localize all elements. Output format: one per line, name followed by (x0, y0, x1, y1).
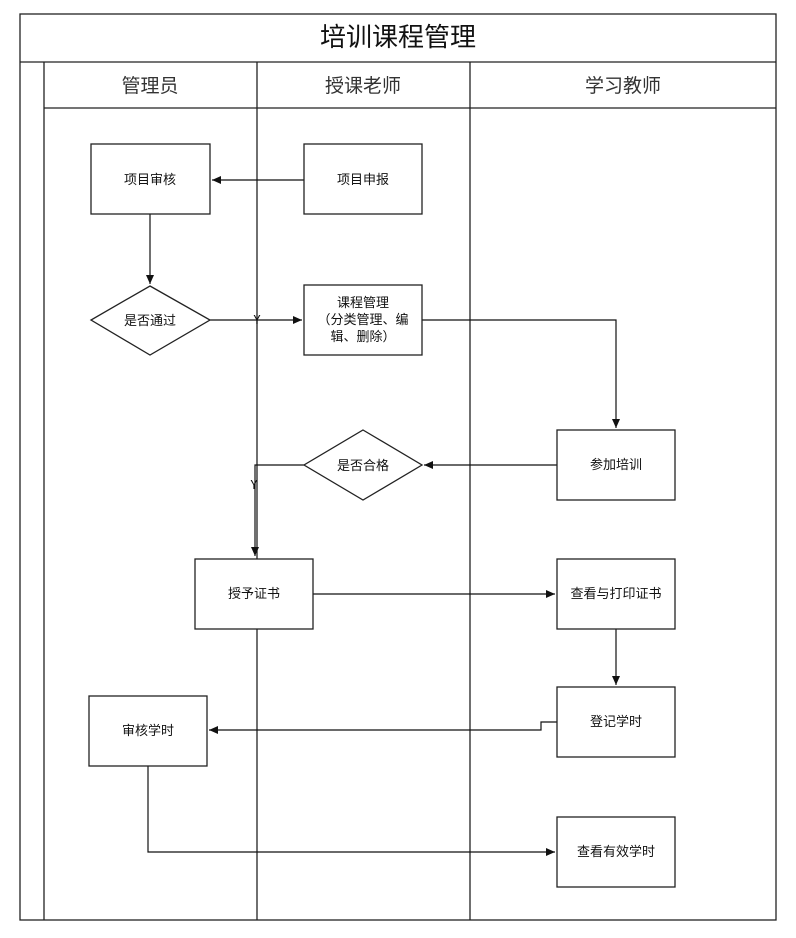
node-join-training-label: 参加培训 (590, 457, 642, 473)
node-course-management-line-3: 辑、删除） (330, 330, 395, 345)
node-view-valid-hours-label: 查看有效学时 (577, 844, 655, 860)
node-grant-certificate-label: 授予证书 (228, 587, 280, 602)
flow-edges (146, 176, 620, 856)
node-project-review (90, 143, 211, 215)
edge-label-approved-yes: Y (253, 313, 261, 327)
node-course-management-line-2: （分类管理、编 (317, 313, 408, 328)
node-approved-decision (89, 285, 212, 356)
edge-course-to-training (422, 319, 620, 428)
node-view-valid-hours (556, 816, 676, 888)
lane-header-learner: 学习教师 (585, 75, 661, 97)
node-course-management (303, 284, 423, 356)
lane-header-admin: 管理员 (121, 75, 178, 97)
edge-label-qualified-yes: Y (250, 478, 258, 492)
node-project-declare-label: 项目申报 (337, 173, 389, 188)
node-join-training (556, 429, 676, 501)
node-project-review-label: 项目审核 (124, 173, 176, 188)
node-qualified-decision-label: 是否合格 (337, 458, 389, 474)
edge-review-hours-to-valid-hours (147, 766, 555, 856)
swimlane-frame (19, 13, 777, 921)
node-review-hours (88, 695, 208, 767)
node-review-hours-label: 审核学时 (122, 723, 174, 739)
edge-register-to-review-hours (209, 721, 557, 734)
node-view-print-certificate (556, 558, 676, 630)
node-grant-certificate (194, 558, 314, 630)
node-register-hours-label: 登记学时 (590, 714, 642, 730)
node-qualified-decision (302, 429, 424, 501)
edge-qualified-to-certificate (251, 464, 304, 556)
lane-header-teacher: 授课老师 (325, 75, 401, 97)
node-course-management-line-1: 课程管理 (337, 296, 389, 311)
node-approved-decision-label: 是否通过 (124, 314, 176, 329)
node-view-print-certificate-label: 查看与打印证书 (570, 586, 661, 602)
node-register-hours (556, 686, 676, 758)
node-project-declare (303, 143, 423, 215)
diagram-title: 培训课程管理 (320, 23, 476, 53)
